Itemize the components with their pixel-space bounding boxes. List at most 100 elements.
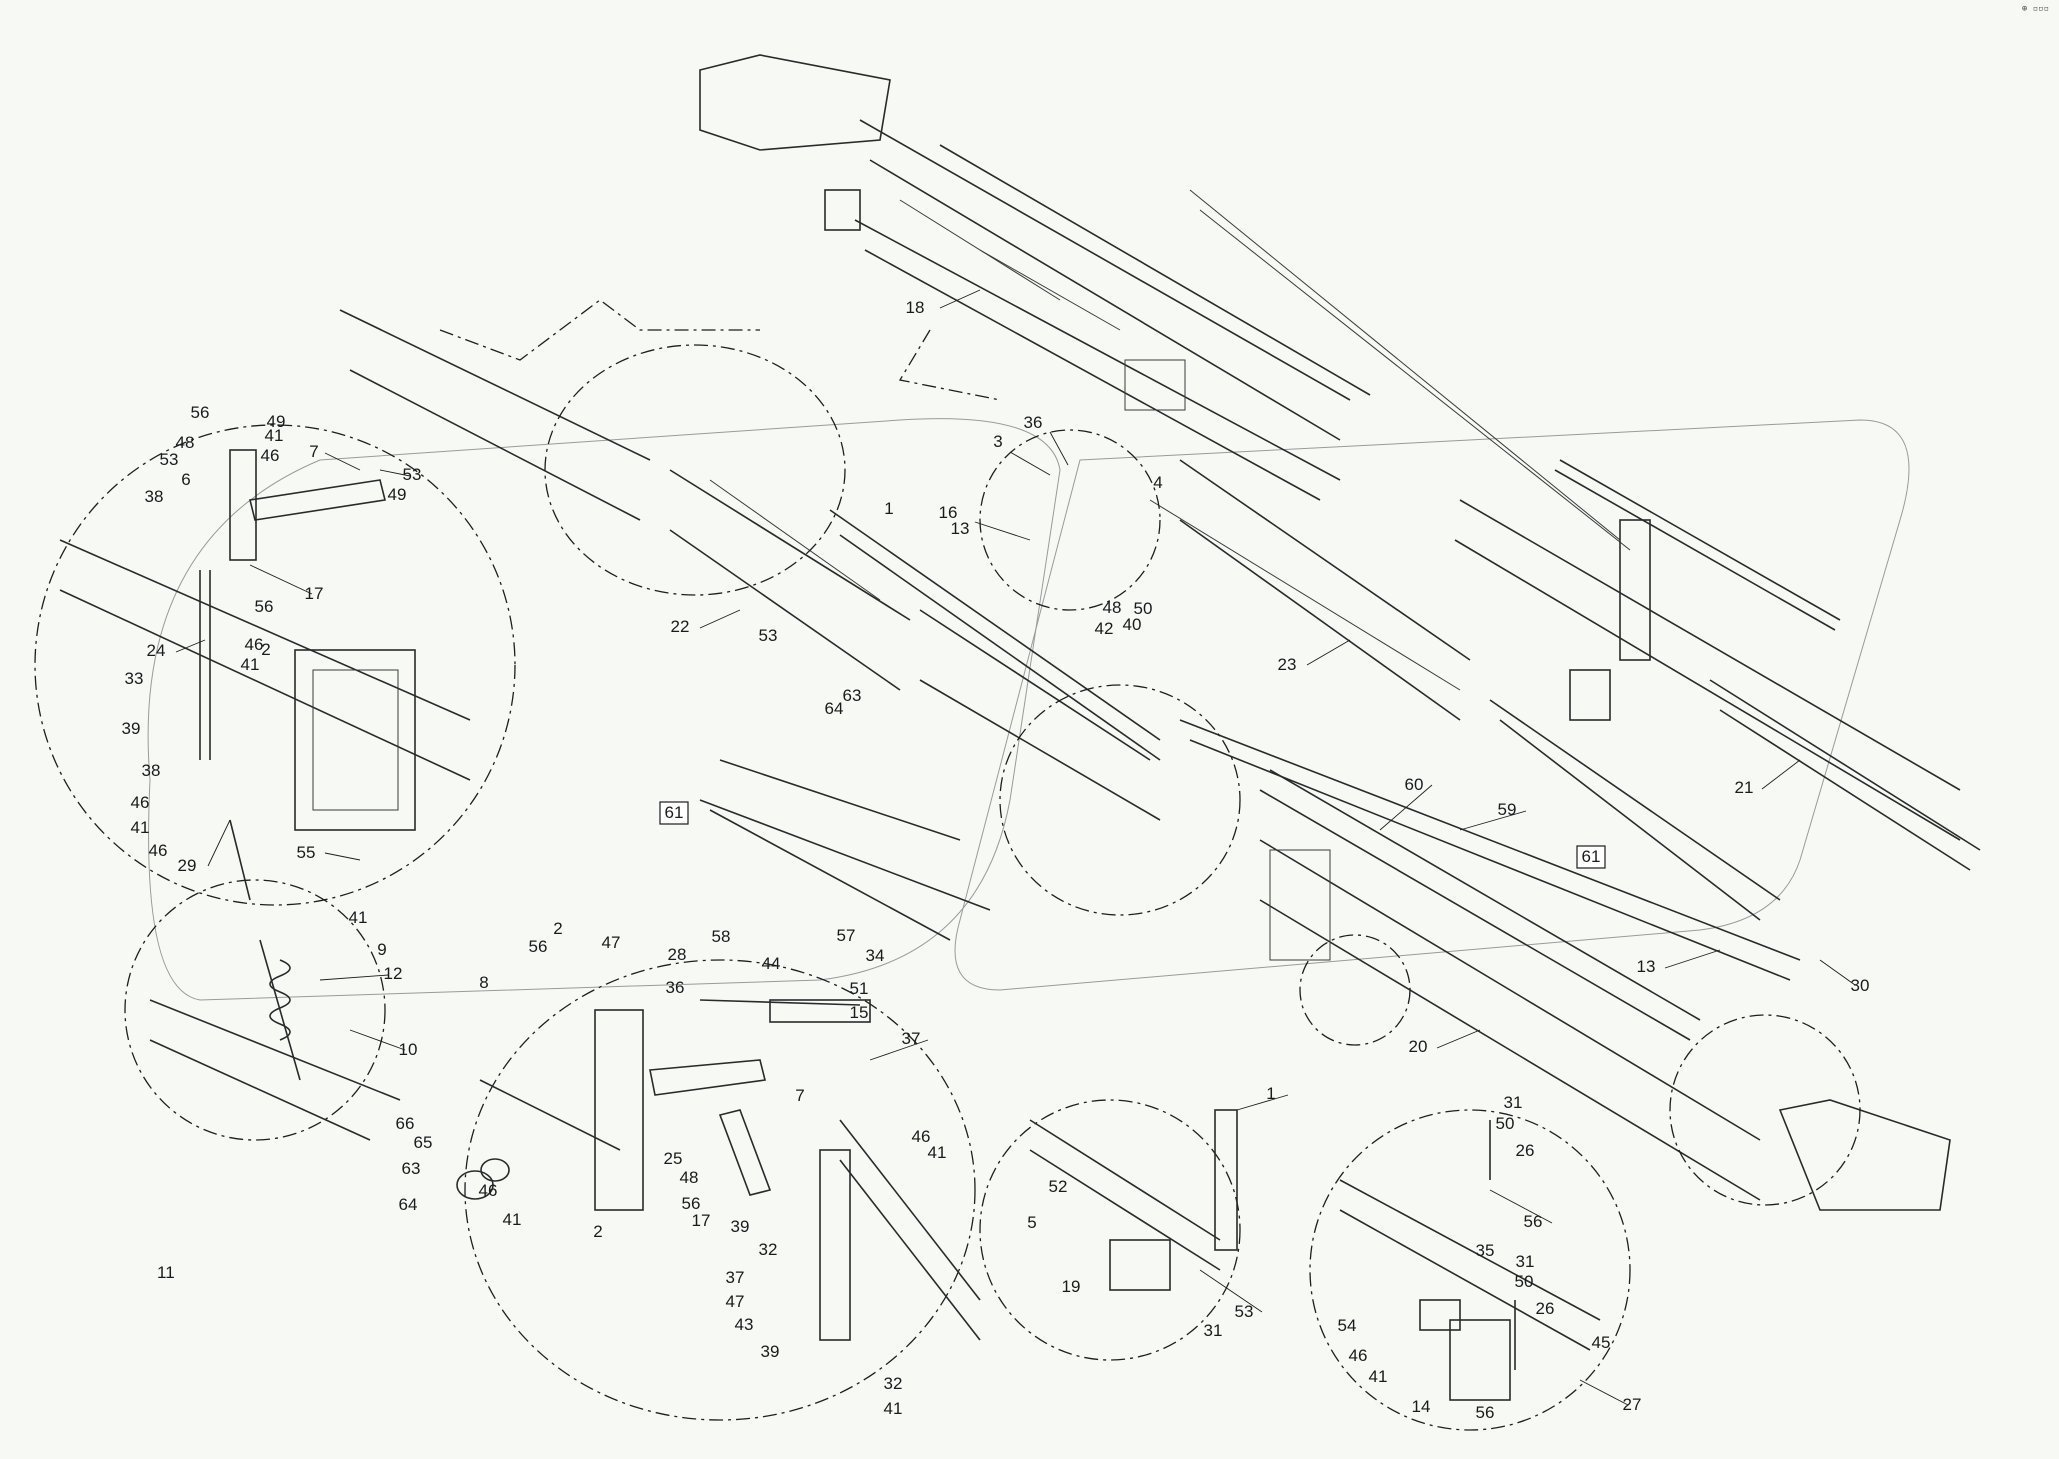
part-callout-c17a: 17 — [305, 584, 324, 603]
part-callout-c53d: 53 — [1235, 1302, 1254, 1321]
part-callout-c41d: 41 — [349, 908, 368, 927]
part-callout-c33: 33 — [125, 669, 144, 688]
corner-mark: ⊕ ▫▫▫ — [2021, 4, 2049, 14]
part-callout-c36: 36 — [1024, 413, 1043, 432]
part-callout-c49b: 49 — [388, 485, 407, 504]
detail-circle-center — [979, 429, 1161, 611]
part-callout-c29: 29 — [178, 856, 197, 875]
part-callout-c41a: 41 — [265, 426, 284, 445]
part-callout-c56b: 56 — [255, 597, 274, 616]
part-callout-c41e: 41 — [928, 1143, 947, 1162]
part-callout-c46f: 46 — [479, 1181, 498, 1200]
part-callout-c37b: 37 — [726, 1268, 745, 1287]
part-callout-c50b: 50 — [1496, 1114, 1515, 1133]
detail-views — [34, 299, 1861, 1431]
middle-booms — [339, 309, 1471, 821]
detail-circle-joint — [999, 684, 1241, 916]
detail-circle-post — [979, 1099, 1241, 1361]
boxed-callout-b61a: 61 — [659, 801, 689, 825]
part-callout-c13b: 13 — [1637, 957, 1656, 976]
detail-circle-top — [544, 344, 846, 596]
part-callout-c30: 30 — [1851, 976, 1870, 995]
part-callout-c48c: 48 — [680, 1168, 699, 1187]
part-callout-c2a: 2 — [261, 640, 270, 659]
part-callout-c39c: 39 — [761, 1342, 780, 1361]
part-callout-c20: 20 — [1409, 1037, 1428, 1056]
part-callout-c46g: 46 — [1349, 1346, 1368, 1365]
part-callout-c41h: 41 — [1369, 1367, 1388, 1386]
part-callout-c41g: 41 — [884, 1399, 903, 1418]
part-callout-c2b: 2 — [553, 919, 562, 938]
part-callout-c41c: 41 — [131, 818, 150, 837]
lower-middle-detail-parts — [456, 999, 981, 1341]
part-callout-c49a: 49 — [267, 412, 286, 431]
part-callout-c4: 4 — [1153, 473, 1162, 492]
part-callout-c7a: 7 — [309, 442, 318, 461]
part-callout-c56c: 56 — [529, 937, 548, 956]
part-callout-c46b: 46 — [245, 635, 264, 654]
part-callout-c47b: 47 — [726, 1292, 745, 1311]
part-callout-c47a: 47 — [602, 933, 621, 952]
part-callout-c46a: 46 — [261, 446, 280, 465]
part-callout-c32b: 32 — [884, 1374, 903, 1393]
part-callout-c1b: 1 — [1266, 1084, 1275, 1103]
sheet-number: 11 — [157, 1263, 175, 1282]
boxed-callout-text: 61 — [1582, 847, 1601, 866]
part-callout-c7b: 7 — [795, 1086, 804, 1105]
part-callout-c38b: 38 — [142, 761, 161, 780]
part-callout-c15: 15 — [850, 1003, 869, 1022]
part-callout-c45: 45 — [1592, 1333, 1611, 1352]
part-callout-c64a: 64 — [825, 699, 844, 718]
part-callout-c50a: 50 — [1134, 599, 1153, 618]
part-callout-c42: 42 — [1095, 619, 1114, 638]
part-callout-c39a: 39 — [122, 719, 141, 738]
part-callout-c22: 22 — [671, 617, 690, 636]
part-callout-c56e: 56 — [1524, 1212, 1543, 1231]
hinge-detail-parts — [1339, 1120, 1601, 1401]
part-callout-c46e: 46 — [912, 1127, 931, 1146]
part-callout-c44: 44 — [762, 954, 781, 973]
part-callout-c18: 18 — [906, 298, 925, 317]
part-callout-c2c: 2 — [593, 1222, 602, 1241]
part-callout-c57: 57 — [837, 926, 856, 945]
right-upper-boom — [1454, 459, 1981, 871]
boxed-callout-text: 61 — [665, 803, 684, 822]
part-callout-c31c: 31 — [1516, 1252, 1535, 1271]
part-callout-c27: 27 — [1623, 1395, 1642, 1414]
part-callout-c52: 52 — [1049, 1177, 1068, 1196]
part-callout-c43: 43 — [735, 1315, 754, 1334]
part-callout-c65: 65 — [414, 1133, 433, 1152]
part-callout-c55: 55 — [297, 843, 316, 862]
part-callout-c3: 3 — [993, 432, 1002, 451]
part-callout-c54: 54 — [1338, 1316, 1357, 1335]
part-callout-c32a: 32 — [759, 1240, 778, 1259]
part-callout-c31a: 31 — [1204, 1321, 1223, 1340]
part-callout-c64b: 64 — [399, 1195, 418, 1214]
part-callout-c46d: 46 — [149, 841, 168, 860]
part-callout-c38a: 38 — [145, 487, 164, 506]
boom-stays — [699, 699, 1781, 941]
part-callout-c40: 40 — [1123, 615, 1142, 634]
spring-detail — [149, 939, 401, 1141]
part-callout-c56d: 56 — [682, 1194, 701, 1213]
part-callout-c63b: 63 — [402, 1159, 421, 1178]
part-callout-c35: 35 — [1476, 1241, 1495, 1260]
part-callout-c50c: 50 — [1515, 1272, 1534, 1291]
part-callout-c26a: 26 — [1516, 1141, 1535, 1160]
part-callout-c19: 19 — [1062, 1277, 1081, 1296]
part-callout-c53a: 53 — [759, 626, 778, 645]
part-callout-c60: 60 — [1405, 775, 1424, 794]
part-callout-c56f: 56 — [1476, 1403, 1495, 1422]
lower-boom-section — [1179, 719, 1951, 1211]
part-callout-c1a: 1 — [884, 499, 893, 518]
part-callout-c58: 58 — [712, 927, 731, 946]
part-callout-c56a: 56 — [191, 403, 210, 422]
part-callout-c16: 16 — [939, 503, 958, 522]
left-detail-parts — [59, 449, 471, 901]
part-callout-c41f: 41 — [503, 1210, 522, 1229]
part-callout-c26b: 26 — [1536, 1299, 1555, 1318]
leader-lines — [175, 289, 1856, 1406]
top-boom-section — [699, 54, 1631, 551]
